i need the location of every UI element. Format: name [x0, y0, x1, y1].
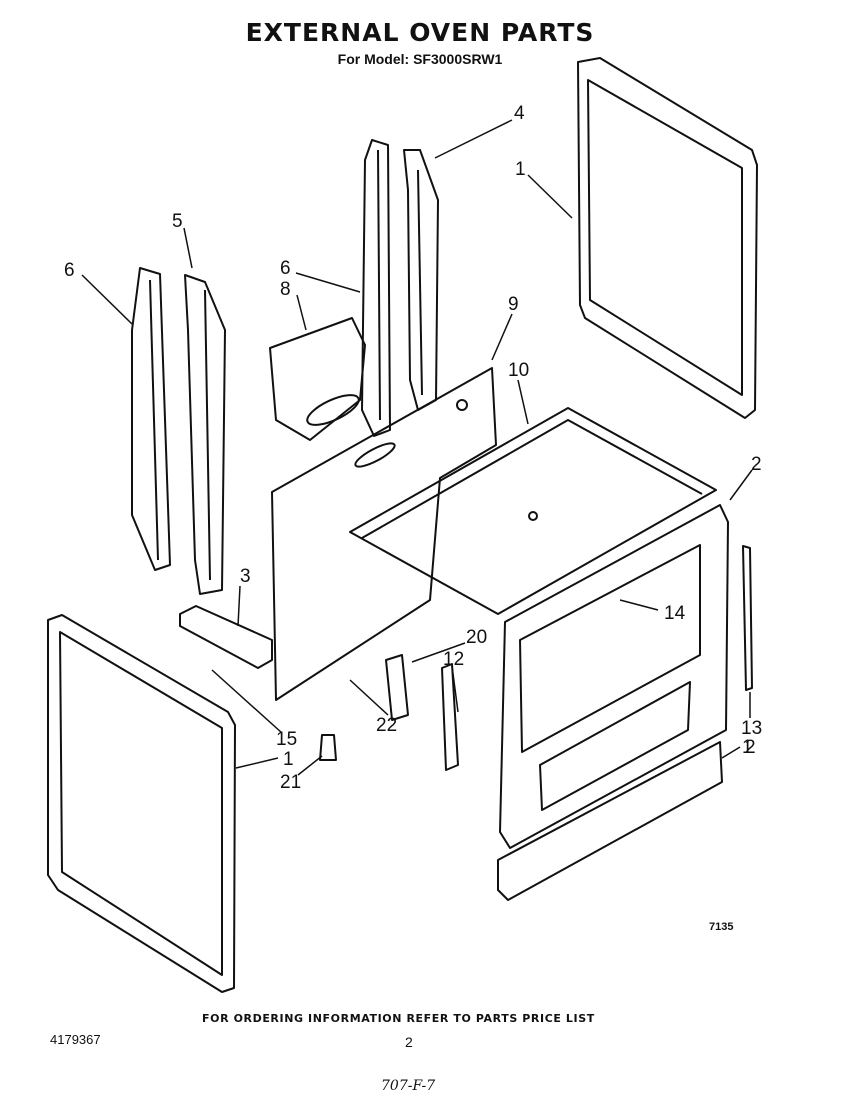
- vent-duct: [269, 317, 366, 441]
- rail-right-inner: [403, 149, 439, 411]
- callout-6-left: 6: [64, 260, 75, 281]
- side-panel-right: [577, 57, 758, 419]
- callout-6-right: 6: [280, 258, 291, 279]
- callout-15: 15: [276, 729, 298, 750]
- top-panel: [349, 407, 717, 615]
- leader-lines: [81, 119, 753, 776]
- callout-22: 22: [376, 715, 398, 736]
- callout-1-top: 1: [515, 159, 526, 180]
- callout-10: 10: [508, 360, 530, 381]
- callout-21: 21: [280, 772, 302, 793]
- hinge-bracket: [385, 654, 459, 771]
- bottom-bracket: [179, 605, 273, 669]
- side-panel-left: [47, 614, 236, 993]
- rear-panel: [271, 367, 497, 701]
- callout-20: 20: [466, 627, 488, 648]
- callout-4: 1: [742, 737, 753, 758]
- document-number: 4179367: [50, 1032, 101, 1047]
- trim-strip: [742, 545, 753, 691]
- callout-1-bottom: 1: [283, 749, 294, 770]
- callout-13: 13: [741, 718, 763, 739]
- rail-left-inner: [184, 274, 226, 595]
- figure-number: 7135: [709, 921, 734, 933]
- rail-left-outer: [131, 267, 171, 571]
- callout-3: 3: [240, 566, 251, 587]
- page-title: EXTERNAL OVEN PARTS: [245, 18, 595, 47]
- callout-9: 9: [508, 294, 519, 315]
- ordering-note: FOR ORDERING INFORMATION REFER TO PARTS …: [202, 1012, 595, 1025]
- kick-plate: [497, 741, 723, 901]
- callout-2: 2: [751, 454, 762, 475]
- handwritten-code: 707-F-7: [381, 1078, 436, 1094]
- model-subtitle: For Model: SF3000SRW1: [337, 51, 503, 67]
- callout-14: 14: [664, 603, 686, 624]
- front-frame: [499, 504, 729, 849]
- page-number: 2: [405, 1034, 413, 1050]
- leveling-leg: [319, 734, 337, 761]
- callout-5-right: 4: [514, 103, 525, 124]
- rail-right-outer: [361, 139, 391, 437]
- callout-8: 8: [280, 279, 291, 300]
- callout-5-left: 5: [172, 211, 183, 232]
- callout-4-label: 2: [745, 737, 756, 758]
- callout-12: 12: [443, 649, 465, 670]
